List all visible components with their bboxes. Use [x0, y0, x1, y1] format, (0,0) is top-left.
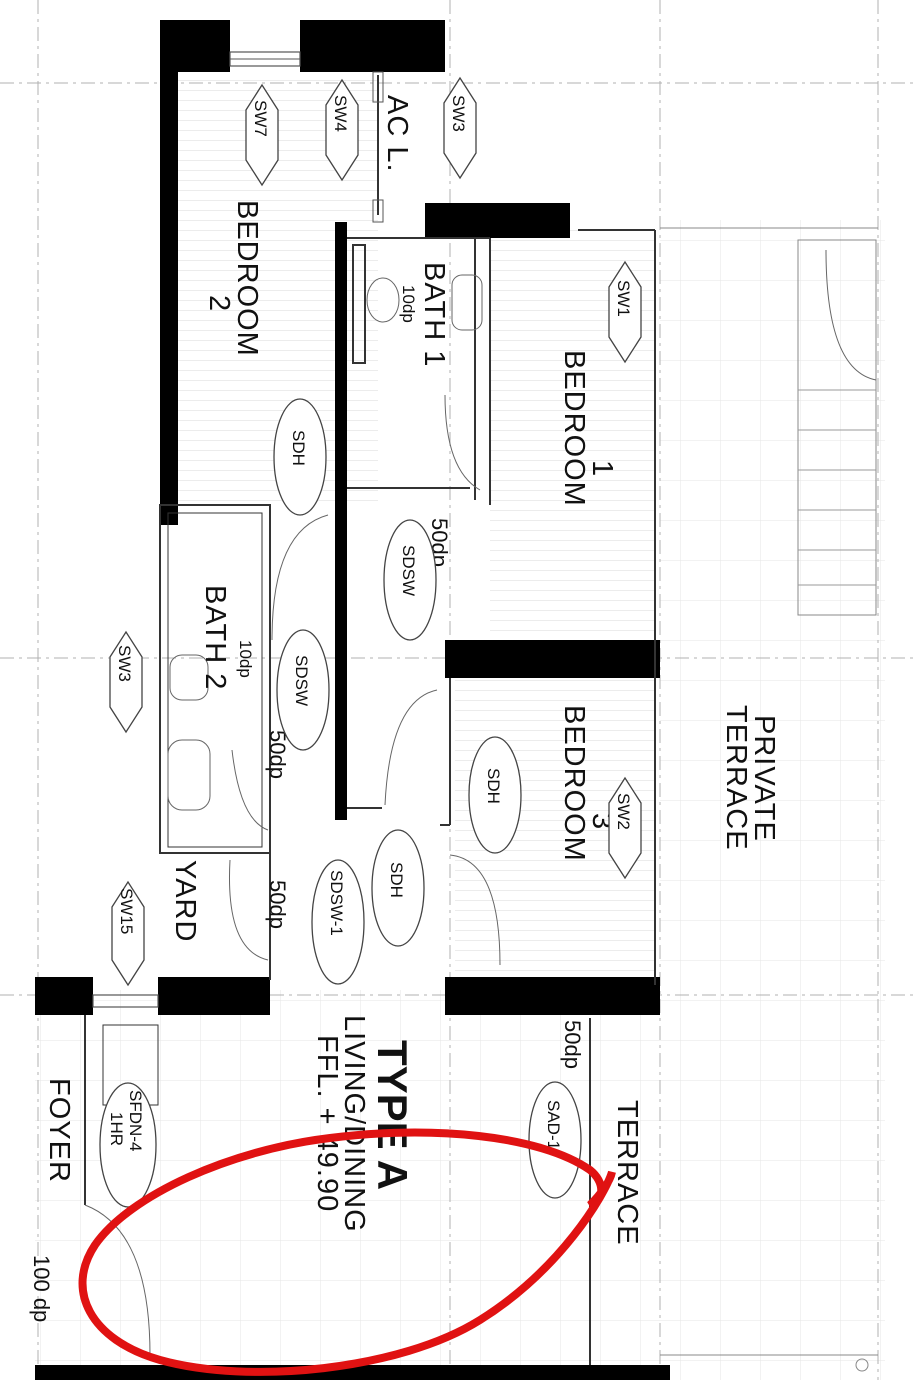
tag-sfdn-4-rating: 1HR	[107, 1112, 126, 1146]
tag-sw3-top: SW3	[449, 95, 468, 132]
door-dp-bath2: 50dp	[265, 730, 290, 779]
bath-1-label: BATH 1	[418, 262, 450, 367]
tag-sw2: SW2	[614, 793, 633, 830]
walls	[35, 20, 670, 1380]
door-swings	[84, 394, 501, 1356]
yard-label: YARD	[169, 860, 201, 942]
tag-sw4: SW4	[331, 95, 350, 132]
windows	[92, 51, 384, 1008]
bath-2-label: BATH 2	[199, 585, 231, 690]
tag-sw1: SW1	[614, 280, 633, 317]
tag-sdh-bed2: SDH	[289, 430, 308, 466]
floor-level-label: FFL. + 49.90	[311, 1035, 343, 1212]
bedroom-3-label: BEDROOM 3	[558, 705, 618, 871]
bath-1-dp: 10dp	[399, 285, 418, 323]
bath-2-dp: 10dp	[236, 640, 255, 678]
tag-sdh-living: SDH	[387, 862, 406, 898]
sanitary-fixtures	[167, 274, 483, 811]
tag-sdsw-bath2: SDSW	[292, 655, 311, 706]
tag-sw3-left: SW3	[115, 645, 134, 682]
foyer-dp: 100 dp	[29, 1255, 54, 1322]
tag-sad-1: SAD-1	[544, 1100, 563, 1150]
door-tags: SDH SDSW SDSW SDH SDH SDSW-1 SAD-1 SFDN-…	[99, 398, 582, 1208]
terrace-structure	[660, 227, 878, 1372]
terrace-label: TERRACE	[611, 1100, 643, 1246]
room-labels: BEDROOM 2 BATH 1 10dp AC L. BEDROOM 1 BA…	[29, 95, 780, 1322]
tag-sw15: SW15	[117, 888, 136, 934]
tag-sdsw-1: SDSW-1	[327, 870, 346, 936]
terrace-dp: 50dp	[560, 1020, 585, 1069]
red-markup-circle	[78, 1128, 616, 1376]
tag-sfdn-4: SFDN-4	[126, 1090, 145, 1151]
tag-sw7: SW7	[251, 100, 270, 137]
switch-tags: SW7 SW4 SW3 SW1 SW3 SW15 SW2	[109, 76, 642, 987]
tag-sdsw-bath1: SDSW	[399, 545, 418, 596]
tag-sdh-bed3: SDH	[484, 768, 503, 804]
ac-ledge-label: AC L.	[381, 95, 413, 173]
unit-type-title: TYPE A	[369, 1040, 416, 1190]
partitions	[84, 75, 656, 1365]
private-terrace-label: PRIVATE TERRACE	[720, 705, 780, 851]
bedroom-2-label: BEDROOM 2	[203, 200, 263, 366]
foyer-label: FOYER	[43, 1078, 75, 1183]
living-dining-label: LIVING/DINING	[338, 1015, 370, 1233]
bedroom-1-label: BEDROOM 1	[558, 350, 618, 516]
door-dp-yard: 50dp	[265, 880, 290, 929]
